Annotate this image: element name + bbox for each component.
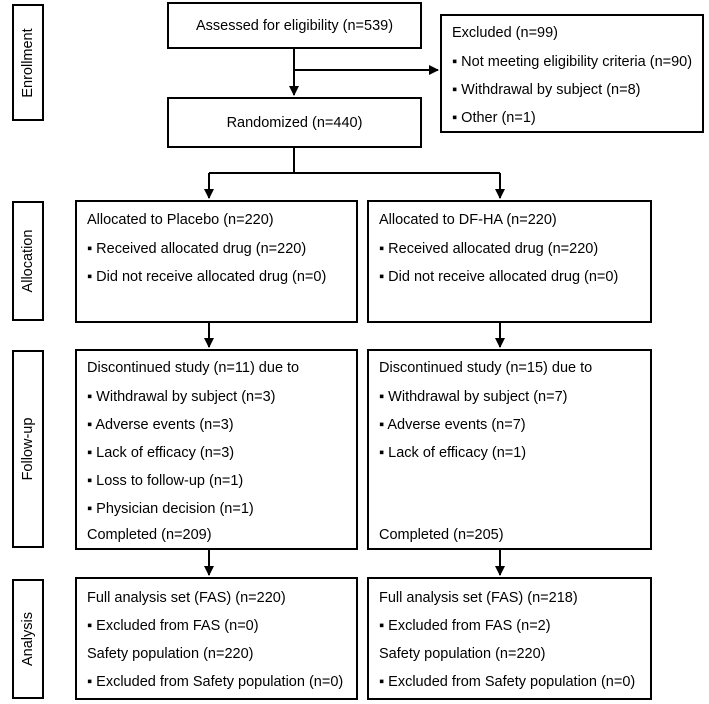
- stage-enrollment-label: Enrollment: [20, 27, 36, 98]
- placebo-followup-item: ▪ Withdrawal by subject (n=3): [87, 389, 276, 405]
- excluded-item: ▪ Withdrawal by subject (n=8): [452, 82, 641, 98]
- placebo-followup-item: ▪ Adverse events (n=3): [87, 417, 234, 433]
- placebo-followup-title: Discontinued study (n=11) due to: [87, 360, 300, 376]
- dfha-completed: Completed (n=205): [379, 527, 504, 543]
- dfha-fas: Full analysis set (FAS) (n=218): [379, 590, 578, 606]
- dfha-fas-excluded: ▪ Excluded from FAS (n=2): [379, 618, 551, 634]
- dfha-followup-item: ▪ Lack of efficacy (n=1): [379, 445, 527, 461]
- placebo-fas: Full analysis set (FAS) (n=220): [87, 590, 286, 606]
- stage-analysis: Analysis: [12, 579, 44, 699]
- dfha-allocation-item: ▪ Did not receive allocated drug (n=0): [379, 269, 619, 285]
- stage-allocation-label: Allocation: [20, 229, 36, 293]
- dfha-allocation-box: Allocated to DF-HA (n=220) ▪ Received al…: [367, 200, 652, 323]
- dfha-followup-title: Discontinued study (n=15) due to: [379, 360, 593, 376]
- dfha-followup-box: Discontinued study (n=15) due to ▪ Withd…: [367, 349, 652, 550]
- placebo-followup-box: Discontinued study (n=11) due to ▪ Withd…: [75, 349, 358, 550]
- placebo-completed: Completed (n=209): [87, 527, 212, 543]
- dfha-analysis-box: Full analysis set (FAS) (n=218) ▪ Exclud…: [367, 577, 652, 700]
- dfha-followup-item: ▪ Withdrawal by subject (n=7): [379, 389, 568, 405]
- dfha-safety: Safety population (n=220): [379, 646, 546, 662]
- assessed-text: Assessed for eligibility (n=539): [195, 17, 394, 34]
- placebo-followup-item: ▪ Loss to follow-up (n=1): [87, 473, 244, 489]
- dfha-allocation-title: Allocated to DF-HA (n=220): [379, 212, 557, 228]
- placebo-fas-excluded: ▪ Excluded from FAS (n=0): [87, 618, 259, 634]
- dfha-allocation-item: ▪ Received allocated drug (n=220): [379, 241, 599, 257]
- placebo-allocation-box: Allocated to Placebo (n=220) ▪ Received …: [75, 200, 358, 323]
- randomized-box: Randomized (n=440): [167, 97, 422, 148]
- dfha-followup-item: ▪ Adverse events (n=7): [379, 417, 526, 433]
- assessed-box: Assessed for eligibility (n=539): [167, 2, 422, 49]
- dfha-safety-excluded: ▪ Excluded from Safety population (n=0): [379, 674, 636, 690]
- placebo-followup-item: ▪ Lack of efficacy (n=3): [87, 445, 235, 461]
- excluded-title: Excluded (n=99): [452, 25, 558, 41]
- stage-enrollment: Enrollment: [12, 4, 44, 121]
- stage-allocation: Allocation: [12, 201, 44, 321]
- placebo-analysis-box: Full analysis set (FAS) (n=220) ▪ Exclud…: [75, 577, 358, 700]
- excluded-box: Excluded (n=99) ▪ Not meeting eligibilit…: [440, 14, 704, 133]
- stage-followup-label: Follow-up: [20, 417, 36, 481]
- excluded-item: ▪ Other (n=1): [452, 110, 536, 126]
- placebo-followup-item: ▪ Physician decision (n=1): [87, 501, 254, 517]
- stage-followup: Follow-up: [12, 350, 44, 548]
- stage-analysis-label: Analysis: [20, 612, 36, 666]
- excluded-item: ▪ Not meeting eligibility criteria (n=90…: [452, 54, 693, 70]
- placebo-safety: Safety population (n=220): [87, 646, 254, 662]
- placebo-allocation-title: Allocated to Placebo (n=220): [87, 212, 274, 228]
- placebo-safety-excluded: ▪ Excluded from Safety population (n=0): [87, 674, 344, 690]
- placebo-allocation-item: ▪ Did not receive allocated drug (n=0): [87, 269, 327, 285]
- randomized-text: Randomized (n=440): [226, 114, 363, 131]
- placebo-allocation-item: ▪ Received allocated drug (n=220): [87, 241, 307, 257]
